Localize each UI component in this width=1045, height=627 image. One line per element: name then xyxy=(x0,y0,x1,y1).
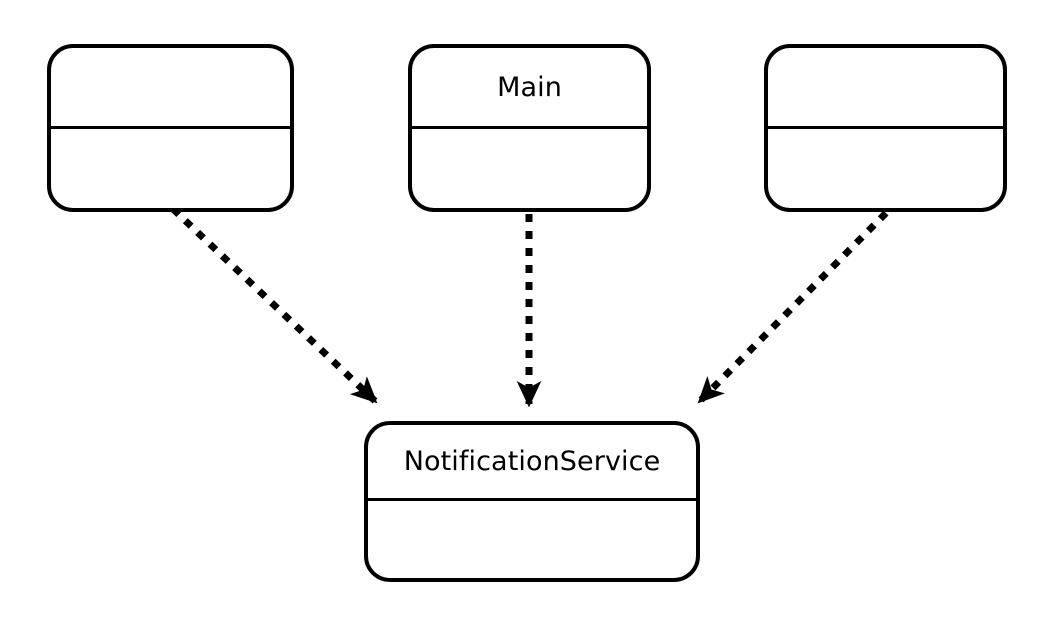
class-members-compartment xyxy=(51,129,290,208)
class-node-main[interactable]: Main xyxy=(408,44,651,212)
class-members-compartment xyxy=(768,129,1003,208)
edge-right-to-notificationservice xyxy=(697,210,889,404)
class-name-compartment xyxy=(51,48,290,129)
class-name-compartment xyxy=(768,48,1003,129)
class-name-compartment: NotificationService xyxy=(368,425,696,501)
edge-left-to-notificationservice xyxy=(170,206,378,404)
class-name-label: Main xyxy=(497,71,562,103)
class-name-label: NotificationService xyxy=(403,446,661,477)
class-members-compartment xyxy=(412,129,647,208)
class-name-compartment: Main xyxy=(412,48,647,129)
class-node-unnamed-left[interactable] xyxy=(47,44,294,212)
class-node-notificationservice[interactable]: NotificationService xyxy=(364,421,700,582)
class-members-compartment xyxy=(368,501,696,578)
class-node-unnamed-right[interactable] xyxy=(764,44,1007,212)
